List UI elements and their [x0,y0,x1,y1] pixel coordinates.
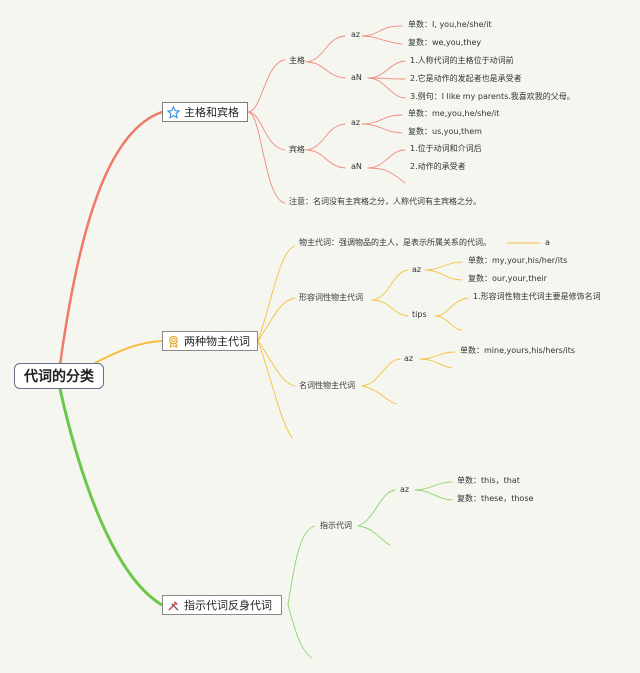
root-topic[interactable]: 代词的分类 [14,363,104,389]
objective-an-item-1[interactable]: 2.动作的承受者 [410,162,466,171]
adjective-az-item-1[interactable]: 复数：our,your,their [468,274,547,283]
nominative-node[interactable]: 主格 [289,56,305,65]
adjective-tips-node[interactable]: tips [412,310,427,319]
objective-az-item-1[interactable]: 复数：us,you,them [408,127,482,136]
branch-possessive-label: 两种物主代词 [184,335,250,348]
tools-icon [168,600,179,611]
demonstrative-az-item-1[interactable]: 复数：these，those [457,494,534,503]
nominative-an-item-0[interactable]: 1.人称代词的主格位于动词前 [410,56,514,65]
branch-case-label: 主格和宾格 [184,106,239,119]
adjective-possessive-node[interactable]: 形容词性物主代词 [299,293,363,302]
objective-az-node[interactable]: az [351,118,361,127]
badge-icon [169,335,178,348]
demonstrative-node[interactable]: 指示代词 [320,521,352,530]
root-label: 代词的分类 [24,369,94,385]
adjective-az-node[interactable]: az [412,265,422,274]
objective-node[interactable]: 宾格 [289,145,305,154]
nominative-az-item-0[interactable]: 单数：I, you,he/she/it [408,20,492,29]
adjective-tips-item-0[interactable]: 1.形容词性物主代词主要是修饰名词 [473,292,601,301]
branch-demonstrative[interactable]: 指示代词反身代词 [162,595,282,615]
nominative-an-item-2[interactable]: 3.例句：I like my parents.我喜欢我的父母。 [410,92,575,101]
branch-possessive[interactable]: 两种物主代词 [162,331,258,351]
noun-possessive-node[interactable]: 名词性物主代词 [299,381,355,390]
objective-az-item-0[interactable]: 单数：me,you,he/she/it [408,109,500,118]
possessive-definition[interactable]: 物主代词：强调物品的主人，是表示所属关系的代词。 [299,238,491,247]
objective-an-item-0[interactable]: 1.位于动词和介词后 [410,144,482,153]
noun-az-item-0[interactable]: 单数：mine,yours,his/hers/its [460,346,576,355]
nominative-az-node[interactable]: az [351,30,361,39]
demonstrative-az-item-0[interactable]: 单数：this，that [457,476,520,485]
star-icon [167,105,180,119]
case-note[interactable]: 注意：名词没有主宾格之分，人称代词有主宾格之分。 [289,197,481,206]
demonstrative-az-node[interactable]: az [400,485,410,494]
noun-az-node[interactable]: az [404,354,414,363]
objective-an-node[interactable]: aN [351,162,362,171]
branch-demonstrative-label: 指示代词反身代词 [184,599,272,612]
adjective-az-item-0[interactable]: 单数：my,your,his/her/its [468,256,568,265]
branch-case[interactable]: 主格和宾格 [162,102,248,122]
nominative-an-node[interactable]: aN [351,73,362,82]
possessive-definition-tail[interactable]: a [545,238,550,247]
nominative-an-item-1[interactable]: 2.它是动作的发起者也是承受者 [410,74,522,83]
nominative-az-item-1[interactable]: 复数：we,you,they [408,38,482,47]
